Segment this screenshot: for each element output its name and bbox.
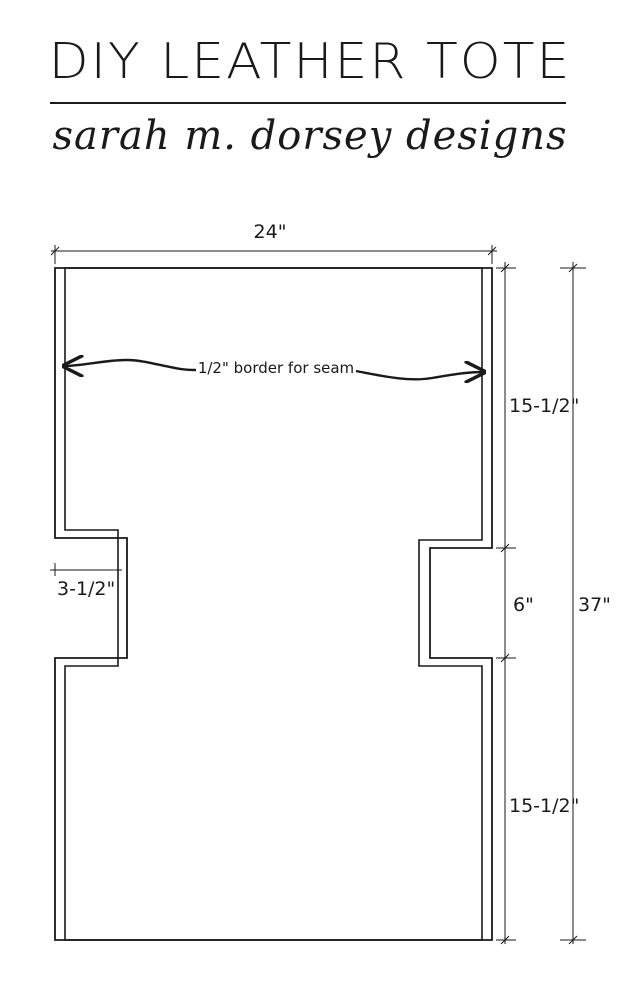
pattern-outer-outline (54, 267, 493, 941)
page-title: DIY LEATHER TOTE (48, 33, 572, 91)
top-section-label: 15-1/2" (509, 395, 579, 417)
total-height-label: 37" (578, 594, 611, 616)
seam-arrow-left (64, 360, 197, 370)
bottom-section-label: 15-1/2" (509, 795, 579, 817)
section-dimensions (496, 262, 516, 945)
total-height-dimension (560, 262, 586, 945)
seam-note: 1/2" border for seam (198, 359, 354, 377)
middle-section-label: 6" (513, 594, 534, 616)
width-dimension (50, 245, 497, 264)
width-label: 24" (254, 221, 287, 243)
pattern-seam-line (64, 267, 483, 941)
designer-name: sarah m. dorsey designs (52, 113, 568, 159)
seam-arrow-right (355, 371, 484, 379)
notch-depth-dimension (50, 563, 122, 576)
title-divider (50, 102, 566, 104)
notch-depth-label: 3-1/2" (57, 578, 115, 600)
